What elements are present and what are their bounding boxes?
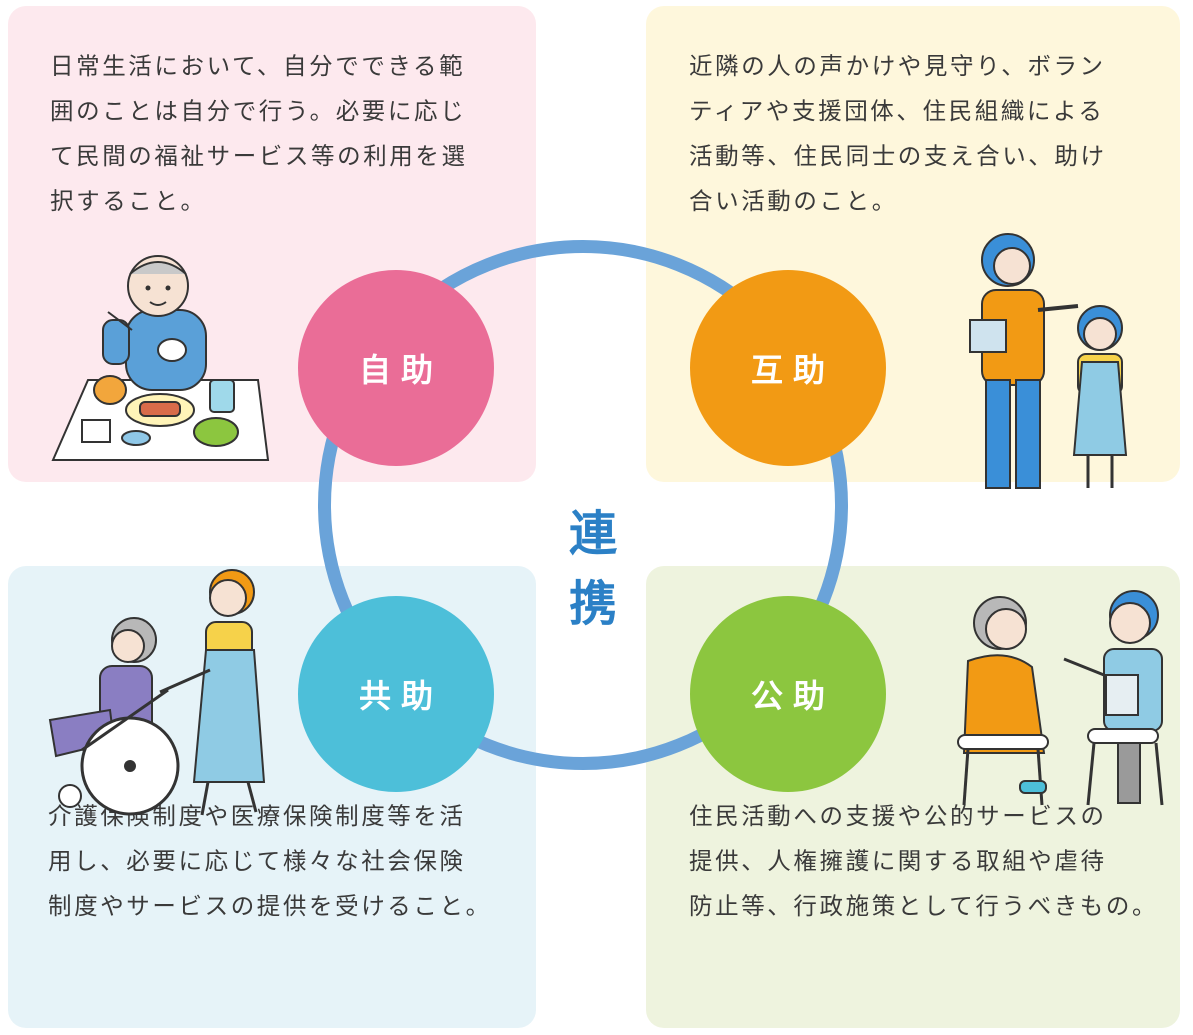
official-consulting-resident-icon xyxy=(957,590,1164,806)
caregiver-with-wheelchair-icon xyxy=(48,569,266,816)
mutual-help-description: 近隣の人の声かけや見守り、ボラン ティアや支援団体、住民組織による 活動等、住民… xyxy=(689,52,1107,215)
mutual-help-circle: 互助 xyxy=(690,270,886,466)
cooperation-label: 連 携 xyxy=(568,506,706,632)
co-help-circle: 共助 xyxy=(298,596,494,792)
elderly-man-eating-icon xyxy=(51,255,270,461)
self-help-description: 日常生活において、自分でできる範 囲のことは自分で行う。必要に応じ て民間の福祉… xyxy=(50,52,468,215)
self-help-circle: 自助 xyxy=(298,270,494,466)
neighbor-with-child-icon xyxy=(969,233,1128,489)
public-help-description: 住民活動への支援や公的サービスの 提供、人権擁護に関する取組や虐待 防止等、行政… xyxy=(689,802,1159,920)
public-help-circle: 公助 xyxy=(690,596,886,792)
